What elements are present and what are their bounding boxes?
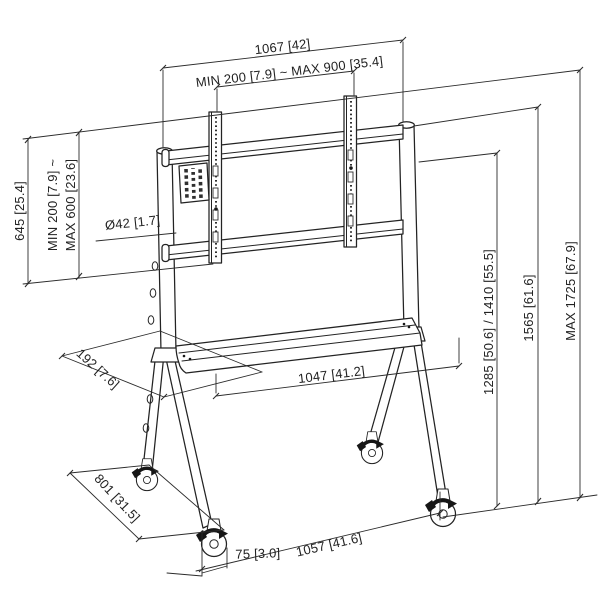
dim-bracket-height	[22, 69, 581, 285]
dim-shelf-depth	[61, 330, 263, 398]
label-base-depth: 801 [31.5]	[91, 471, 143, 525]
left-front-leg	[164, 351, 213, 529]
caster-right-front	[423, 487, 459, 529]
label-pole-height: 1565 [61.6]	[521, 274, 536, 341]
label-pole-diameter: Ø42 [1.7]	[104, 212, 161, 233]
cable-management-plate	[178, 162, 210, 204]
dim-overall-width	[162, 39, 404, 148]
upper-rail	[161, 124, 404, 168]
caster-left-front	[194, 517, 230, 559]
label-mount-height: 1285 [50.6] / 1410 [55.5]	[481, 249, 496, 395]
label-caster-size: 75 [3.0]	[235, 545, 280, 562]
label-base-width: 1057 [41.6]	[295, 530, 364, 560]
label-overall-width: 1067 [42]	[254, 36, 311, 57]
dim-pole-diameter-leader	[95, 232, 177, 242]
lower-rail	[161, 219, 404, 263]
label-vesa-height-2: MAX 600 [23.6]	[63, 159, 78, 251]
dim-base-depth	[69, 464, 225, 540]
dimension-lines	[22, 36, 598, 577]
shelf	[175, 317, 423, 374]
dim-heights-right	[413, 69, 598, 518]
label-max-height: MAX 1725 [67.9]	[563, 241, 578, 341]
right-vesa-strip	[343, 95, 358, 248]
dimension-labels: 1067 [42] MIN 200 [7.9] ~ MAX 900 [35.4]…	[12, 36, 578, 562]
left-vesa-strip	[208, 111, 223, 264]
label-shelf-depth: 192 [7.6]	[74, 346, 123, 392]
left-rear-leg	[142, 351, 165, 473]
right-front-leg	[411, 329, 447, 498]
label-vesa-height-1: MIN 200 [7.9] ~	[45, 159, 60, 251]
label-shelf-width: 1047 [41.2]	[297, 363, 366, 386]
stand-structure	[129, 95, 459, 559]
dimension-ticks	[24, 36, 584, 573]
cable-hooks	[142, 261, 159, 433]
label-bracket-height: 645 [25.4]	[12, 181, 27, 241]
dim-vesa-width	[216, 70, 355, 112]
label-vesa-width: MIN 200 [7.9] ~ MAX 900 [35.4]	[195, 53, 384, 90]
caster-left-rear	[129, 457, 161, 493]
